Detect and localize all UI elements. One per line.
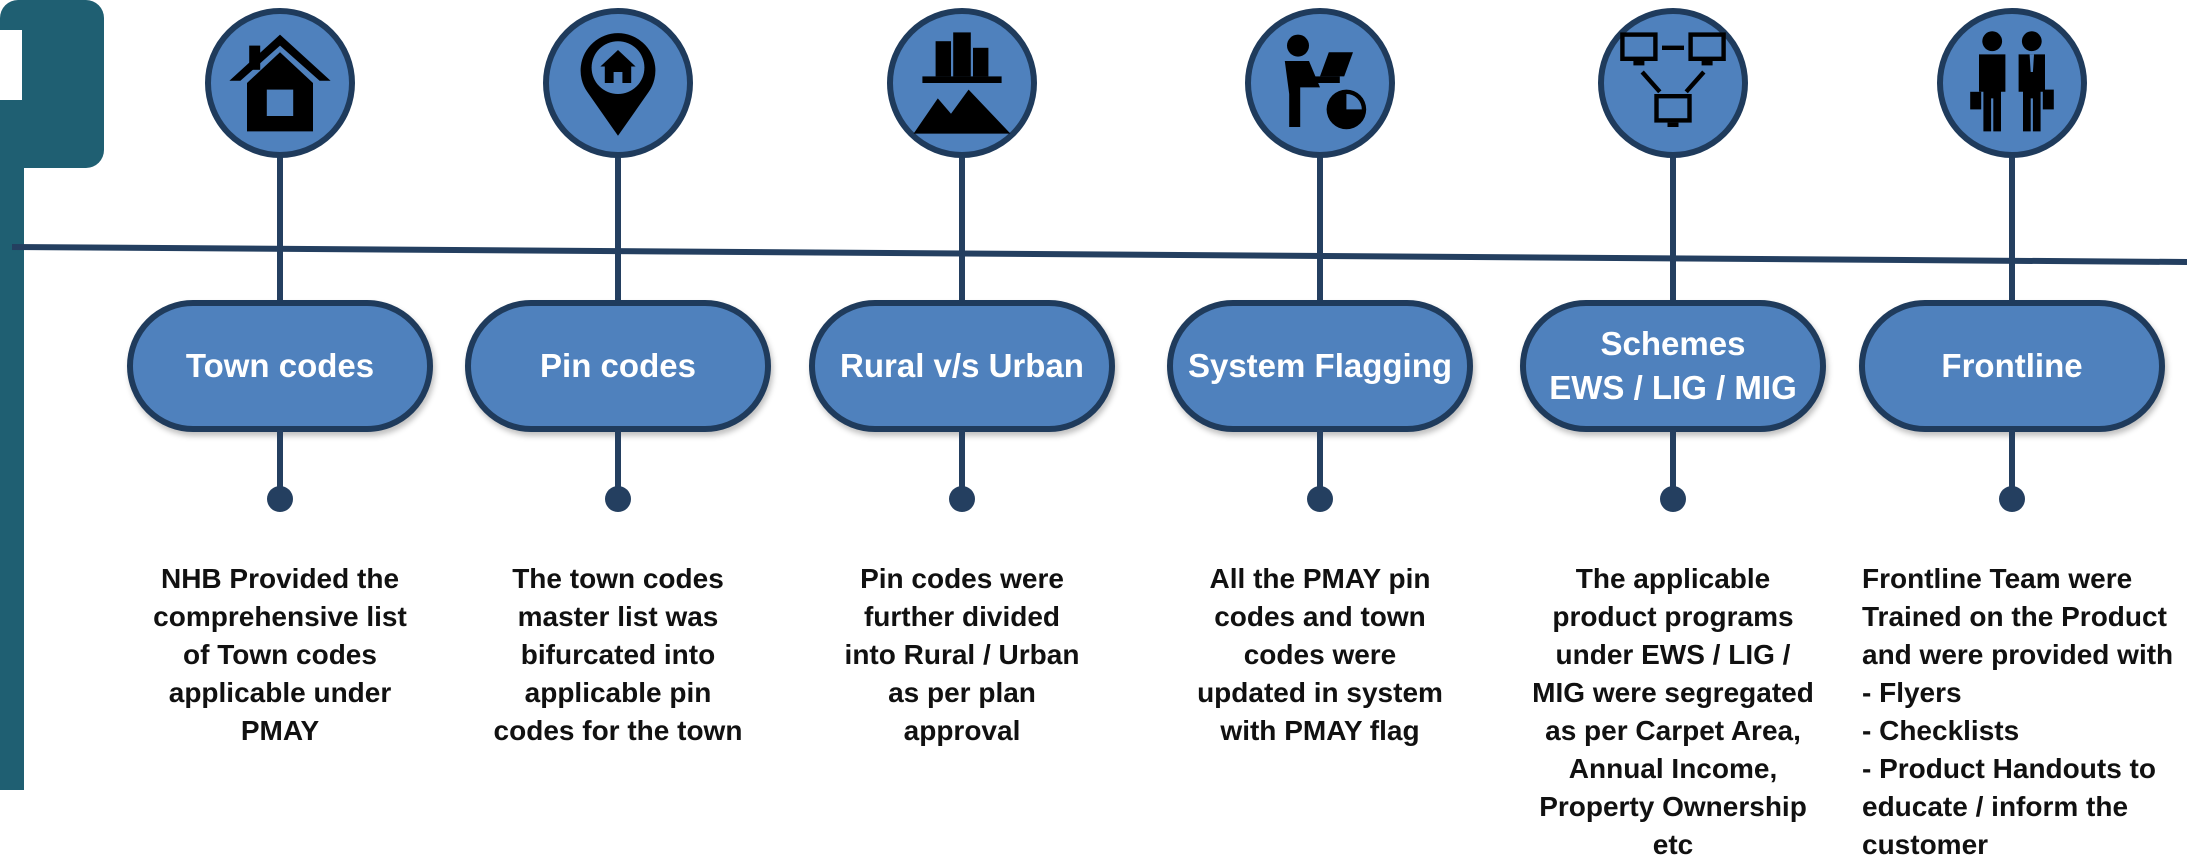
business-people-icon — [1970, 31, 2054, 132]
step-frontline: Frontline Frontline Team were Trained on… — [1852, 0, 2173, 864]
connector-top — [1670, 155, 1676, 305]
connector-top — [615, 155, 621, 305]
step-town-codes: Town codes NHB Provided the comprehensiv… — [120, 0, 440, 864]
connector-dot — [1307, 486, 1333, 512]
connector-bottom — [277, 430, 283, 500]
connector-dot — [1999, 486, 2025, 512]
location-pin-house-icon — [580, 33, 656, 136]
step-rural-urban: Rural v/s Urban Pin codes were further d… — [802, 0, 1122, 864]
connector-top — [1317, 155, 1323, 305]
connector-dot — [267, 486, 293, 512]
connector-top — [2009, 155, 2015, 305]
connector-bottom — [1317, 430, 1323, 500]
step-label: Frontline — [1859, 300, 2165, 432]
connector-top — [959, 155, 965, 305]
icon-badge — [1937, 8, 2087, 158]
step-description: Pin codes were further divided into Rura… — [844, 563, 1080, 746]
step-pin-codes: Pin codes The town codes master list was… — [458, 0, 778, 864]
connector-bottom — [959, 430, 965, 500]
step-label: Schemes EWS / LIG / MIG — [1520, 300, 1826, 432]
step-description: The town codes master list was bifurcate… — [493, 563, 743, 746]
step-schemes: Schemes EWS / LIG / MIG The applicable p… — [1513, 0, 1833, 864]
connector-dot — [949, 486, 975, 512]
step-description: All the PMAY pin codes and town codes we… — [1197, 563, 1443, 746]
house-icon — [229, 34, 331, 132]
side-decoration — [0, 0, 104, 790]
connector-bottom — [615, 430, 621, 500]
connector-bottom — [2009, 430, 2015, 500]
connector-bottom — [1670, 430, 1676, 500]
icon-badge — [887, 8, 1037, 158]
person-at-computer-icon — [1284, 34, 1367, 130]
step-system-flagging: System Flagging All the PMAY pin codes a… — [1160, 0, 1480, 864]
network-computers-icon — [1620, 32, 1726, 127]
icon-badge — [543, 8, 693, 158]
step-description: The applicable product programs under EW… — [1532, 563, 1814, 860]
connector-dot — [605, 486, 631, 512]
step-label: System Flagging — [1167, 300, 1473, 432]
step-description: Frontline Team were Trained on the Produ… — [1862, 563, 2174, 860]
icon-badge — [1598, 8, 1748, 158]
step-label: Rural v/s Urban — [809, 300, 1115, 432]
icon-badge — [1245, 8, 1395, 158]
connector-dot — [1660, 486, 1686, 512]
step-description: NHB Provided the comprehensive list of T… — [153, 563, 407, 746]
city-and-mountains-icon — [913, 32, 1011, 134]
step-label: Town codes — [127, 300, 433, 432]
icon-badge — [205, 8, 355, 158]
connector-top — [277, 155, 283, 305]
step-label: Pin codes — [465, 300, 771, 432]
